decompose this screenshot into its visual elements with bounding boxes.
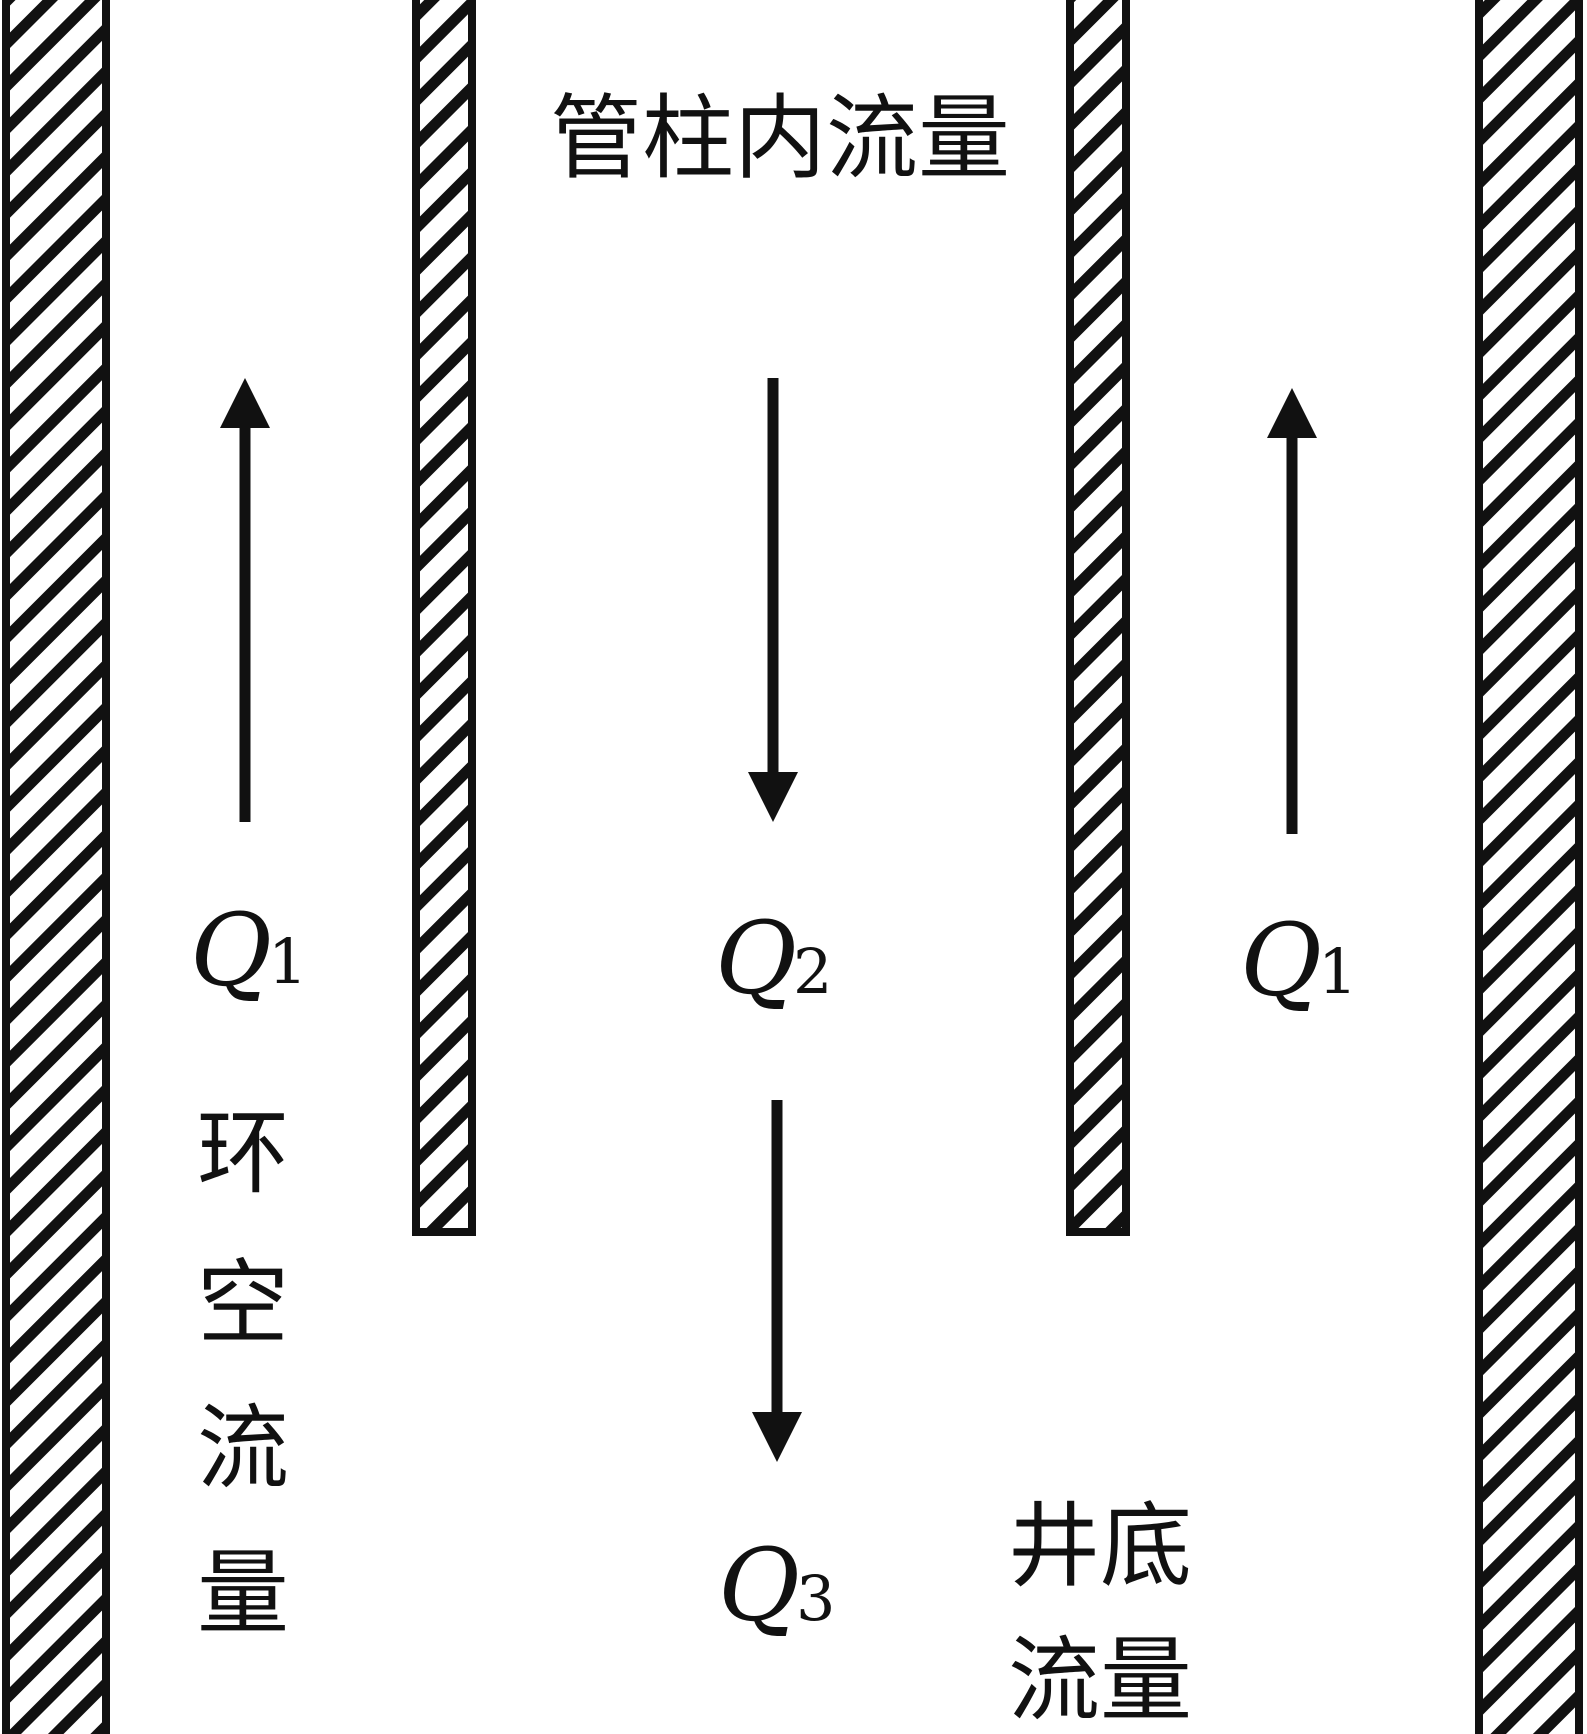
svg-text:流: 流 bbox=[197, 1395, 289, 1502]
tubing-flow-label: 管柱内流量 bbox=[550, 85, 1010, 192]
svg-text:井底: 井底 bbox=[1008, 1493, 1192, 1600]
annulus-flow-label: 环 空 流 量 bbox=[197, 1100, 289, 1647]
svg-text:量: 量 bbox=[197, 1540, 289, 1647]
q1-right-label: Q 1 bbox=[1240, 902, 1357, 1019]
casing-wall-left bbox=[2, 0, 110, 1734]
arrow-up-right bbox=[1267, 388, 1317, 834]
svg-text:流量: 流量 bbox=[1008, 1627, 1192, 1734]
svg-text:3: 3 bbox=[796, 1562, 835, 1635]
arrow-up-left bbox=[220, 378, 270, 822]
bottom-flow-label: 井底 流量 bbox=[1008, 1493, 1192, 1734]
tubing-wall-right bbox=[1066, 0, 1130, 1236]
svg-text:2: 2 bbox=[793, 935, 832, 1008]
arrow-down-bottom bbox=[752, 1100, 802, 1462]
casing-wall-right bbox=[1475, 0, 1583, 1734]
tubing-wall-left bbox=[412, 0, 476, 1236]
arrow-down-center bbox=[748, 378, 798, 822]
svg-text:环: 环 bbox=[197, 1100, 289, 1207]
svg-text:空: 空 bbox=[197, 1250, 289, 1357]
svg-text:Q: Q bbox=[1240, 902, 1322, 1019]
svg-text:Q: Q bbox=[190, 892, 272, 1009]
svg-text:1: 1 bbox=[268, 925, 307, 998]
svg-text:Q: Q bbox=[718, 1527, 800, 1644]
q3-label: Q 3 bbox=[718, 1527, 835, 1644]
svg-text:Q: Q bbox=[715, 900, 797, 1017]
q2-label: Q 2 bbox=[715, 900, 832, 1017]
q1-left-label: Q 1 bbox=[190, 892, 307, 1009]
svg-text:1: 1 bbox=[1318, 935, 1357, 1008]
